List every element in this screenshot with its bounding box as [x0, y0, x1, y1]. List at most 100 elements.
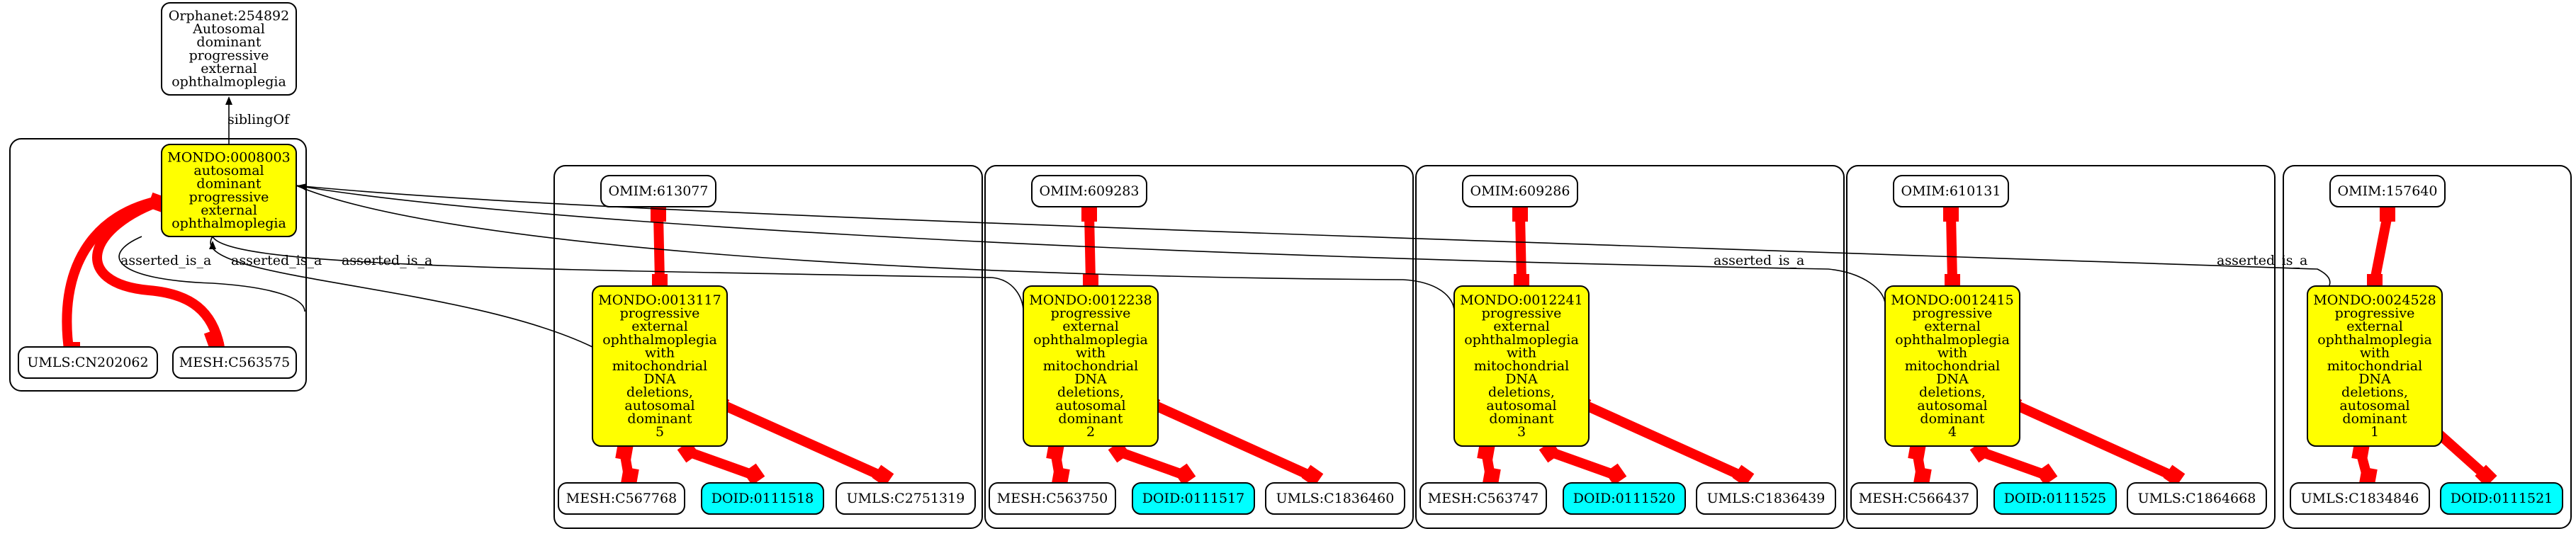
edge-peo5-umls — [718, 399, 887, 482]
node-mesh-c567768[interactable]: MESH:C567768 — [558, 482, 685, 515]
cluster-peo1 — [2283, 165, 2572, 529]
node-omim-609286[interactable]: OMIM:609286 — [1462, 175, 1578, 207]
node-label-line: DOID:0111520 — [1573, 491, 1676, 506]
node-box — [2290, 482, 2430, 515]
node-box — [2127, 482, 2267, 515]
node-label-line: progressive — [1482, 306, 1562, 321]
node-umls-c1836460[interactable]: UMLS:C1836460 — [1265, 482, 1405, 515]
node-label-line: external — [201, 61, 257, 76]
node-box — [1453, 285, 1590, 447]
node-label-line: with — [1076, 345, 1106, 360]
node-doid-0111520[interactable]: DOID:0111520 — [1563, 482, 1686, 515]
node-doid-0111525[interactable]: DOID:0111525 — [1993, 482, 2117, 515]
node-label-line: MESH:C566437 — [1859, 491, 1969, 506]
edge-label-sibling-of: siblingOf — [227, 112, 291, 127]
node-label-line: OMIM:613077 — [609, 183, 709, 199]
node-label-line: MONDO:0013117 — [598, 292, 721, 308]
peo4-mesh-start-marker — [1908, 443, 1926, 461]
node-box — [1696, 482, 1836, 515]
node-mondo-13117[interactable]: MONDO:0013117progressiveexternalophthalm… — [592, 285, 728, 447]
edge-is-a-peo5 — [210, 236, 593, 348]
edge-label-is-a-root: asserted_is_a — [120, 253, 211, 268]
node-box — [1132, 482, 1255, 515]
node-mesh-c563750[interactable]: MESH:C563750 — [989, 482, 1116, 515]
node-mesh-c563747[interactable]: MESH:C563747 — [1419, 482, 1547, 515]
node-label-line: deletions, — [1057, 384, 1124, 400]
node-label-line: UMLS:C1836460 — [1276, 491, 1395, 506]
node-label-line: DNA — [1936, 372, 1969, 387]
node-box — [1884, 285, 2020, 447]
edge-is-a-peo2 — [212, 236, 1024, 312]
node-label-line: progressive — [2335, 306, 2415, 321]
peo2-omim-start-marker — [1081, 206, 1097, 222]
node-umls-c2751319[interactable]: UMLS:C2751319 — [836, 482, 976, 515]
peo2-mesh-end-marker — [1052, 467, 1070, 485]
peo5-umls-end-marker — [872, 464, 894, 487]
node-mondo-12415[interactable]: MONDO:0012415progressiveexternalophthalm… — [1884, 285, 2020, 447]
node-mondo-root[interactable]: MONDO:0008003autosomaldominantprogressiv… — [161, 144, 297, 237]
node-omim-610131[interactable]: OMIM:610131 — [1893, 175, 2009, 207]
node-label-line: OMIM:610131 — [1901, 183, 2001, 199]
node-mesh-c563575[interactable]: MESH:C563575 — [172, 346, 297, 379]
node-umls-c1864668[interactable]: UMLS:C1864668 — [2127, 482, 2267, 515]
node-label-line: MONDO:0012415 — [1891, 292, 2014, 308]
node-label-line: OMIM:609286 — [1470, 183, 1570, 199]
node-box — [1563, 482, 1686, 515]
node-label-line: external — [1493, 319, 1550, 334]
node-label-line: with — [645, 345, 675, 360]
node-umls-c1836439[interactable]: UMLS:C1836439 — [1696, 482, 1836, 515]
node-box — [1993, 482, 2117, 515]
peo5-mesh-start-marker — [615, 443, 634, 461]
edge-label-is-a-peo4: asserted_is_a — [1714, 253, 1804, 268]
node-label-line: MESH:C567768 — [566, 491, 677, 506]
node-label-line: ophthalmoplegia — [2317, 332, 2432, 348]
edge-labels-layer: siblingOf asserted_is_a asserted_is_a as… — [120, 112, 2307, 268]
peo5-doid-end-marker — [743, 463, 765, 486]
node-label-line: progressive — [189, 47, 269, 63]
edge-label-is-a-peo5: asserted_is_a — [231, 253, 322, 268]
node-omim-613077[interactable]: OMIM:613077 — [600, 175, 716, 207]
node-box — [2307, 285, 2443, 447]
node-label-line: MONDO:0012238 — [1029, 292, 1152, 308]
node-mondo-24528[interactable]: MONDO:0024528progressiveexternalophthalm… — [2307, 285, 2443, 447]
node-label-line: progressive — [1051, 306, 1131, 321]
node-label-line: 2 — [1086, 424, 1095, 440]
node-label-line: DOID:0111521 — [2451, 491, 2553, 506]
node-doid-0111518[interactable]: DOID:0111518 — [701, 482, 824, 515]
root-mesh-end-marker — [203, 328, 225, 349]
edge-label-is-a-peo1: asserted_is_a — [2217, 253, 2307, 268]
peo2-doid-end-marker — [1174, 463, 1196, 486]
node-omim-157640[interactable]: OMIM:157640 — [2329, 175, 2446, 207]
node-mondo-12241[interactable]: MONDO:0012241progressiveexternalophthalm… — [1453, 285, 1590, 447]
node-box — [1265, 482, 1405, 515]
node-label-line: dominant — [196, 176, 261, 192]
node-mondo-12238[interactable]: MONDO:0012238progressiveexternalophthalm… — [1023, 285, 1159, 447]
edge-is-a-peo1 — [296, 185, 2331, 305]
node-label-line: dominant — [627, 411, 692, 426]
node-label-line: with — [1937, 345, 1967, 360]
node-doid-0111521[interactable]: DOID:0111521 — [2440, 482, 2563, 515]
node-label-line: Autosomal — [192, 21, 265, 37]
node-omim-609283[interactable]: OMIM:609283 — [1031, 175, 1147, 207]
node-doid-0111517[interactable]: DOID:0111517 — [1132, 482, 1255, 515]
node-label-line: ophthalmoplegia — [171, 216, 286, 232]
edge-peo1-omim — [2370, 214, 2392, 282]
node-label-line: ophthalmoplegia — [1464, 332, 1579, 348]
node-label-line: DNA — [2358, 372, 2391, 387]
node-mesh-c566437[interactable]: MESH:C566437 — [1850, 482, 1978, 515]
node-label-line: autosomal — [1055, 398, 1125, 414]
edge-peo5-omim — [653, 215, 665, 281]
node-umls-c1834846[interactable]: UMLS:C1834846 — [2290, 482, 2430, 515]
edge-is-a-root-loop — [118, 236, 305, 312]
node-label-line: dominant — [1489, 411, 1553, 426]
node-orphanet[interactable]: Orphanet:254892Autosomaldominantprogress… — [161, 2, 297, 96]
node-label-line: deletions, — [1919, 384, 1986, 400]
node-box — [600, 175, 716, 207]
node-box — [1462, 175, 1578, 207]
node-label-line: UMLS:C1864668 — [2138, 491, 2256, 506]
node-box — [2440, 482, 2563, 515]
node-label-line: external — [201, 203, 257, 218]
node-umls-cn202062[interactable]: UMLS:CN202062 — [18, 346, 158, 379]
node-box — [1023, 285, 1159, 447]
peo5-omim-start-marker — [651, 206, 666, 222]
